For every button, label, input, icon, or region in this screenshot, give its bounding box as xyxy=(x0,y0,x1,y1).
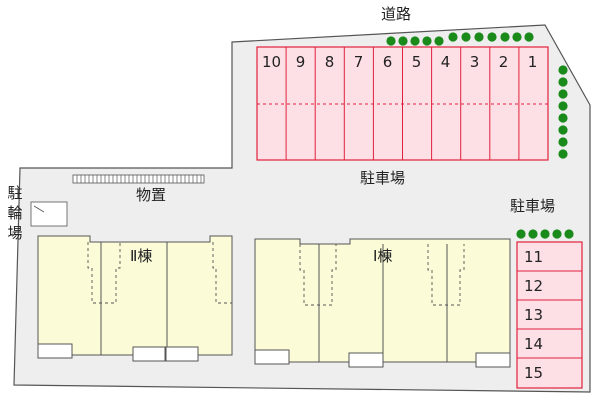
building-1 xyxy=(254,238,511,368)
parking-main-label: 駐車場 xyxy=(360,169,406,187)
parking-slot-label: 12 xyxy=(524,277,544,295)
trees-side-parking xyxy=(516,229,574,239)
storage-label: 物置 xyxy=(136,186,167,204)
parking-slot-label: 9 xyxy=(295,53,306,71)
parking-slot-label: 15 xyxy=(524,364,544,382)
parking-slot-label: 13 xyxy=(524,306,544,324)
building-2 xyxy=(37,235,233,362)
building-1-label: Ⅰ棟 xyxy=(373,247,393,265)
parking-slot-label: 8 xyxy=(324,53,335,71)
road-label: 道路 xyxy=(381,5,412,23)
parking-side-label: 駐車場 xyxy=(510,197,556,215)
trees-right xyxy=(558,65,568,159)
parking-right-area xyxy=(516,241,583,389)
parking-slot-label: 5 xyxy=(411,53,422,71)
parking-slot-label: 3 xyxy=(469,53,480,71)
parking-top-area xyxy=(256,46,549,161)
parking-slot-label: 7 xyxy=(353,53,364,71)
parking-slot-label: 6 xyxy=(382,53,393,71)
parking-slot-label: 14 xyxy=(524,335,544,353)
building-2-label: Ⅱ棟 xyxy=(130,247,153,265)
parking-slot-label: 4 xyxy=(440,53,451,71)
parking-slot-label: 11 xyxy=(524,248,544,266)
parking-slot-label: 2 xyxy=(498,53,509,71)
storage-strip xyxy=(72,174,205,184)
trees-top xyxy=(386,32,534,46)
parking-slot-label: 1 xyxy=(527,53,538,71)
bike-parking-label: 駐 輪 場 xyxy=(7,184,23,242)
parking-slot-label: 10 xyxy=(261,53,282,71)
bike-parking-box xyxy=(30,201,68,227)
